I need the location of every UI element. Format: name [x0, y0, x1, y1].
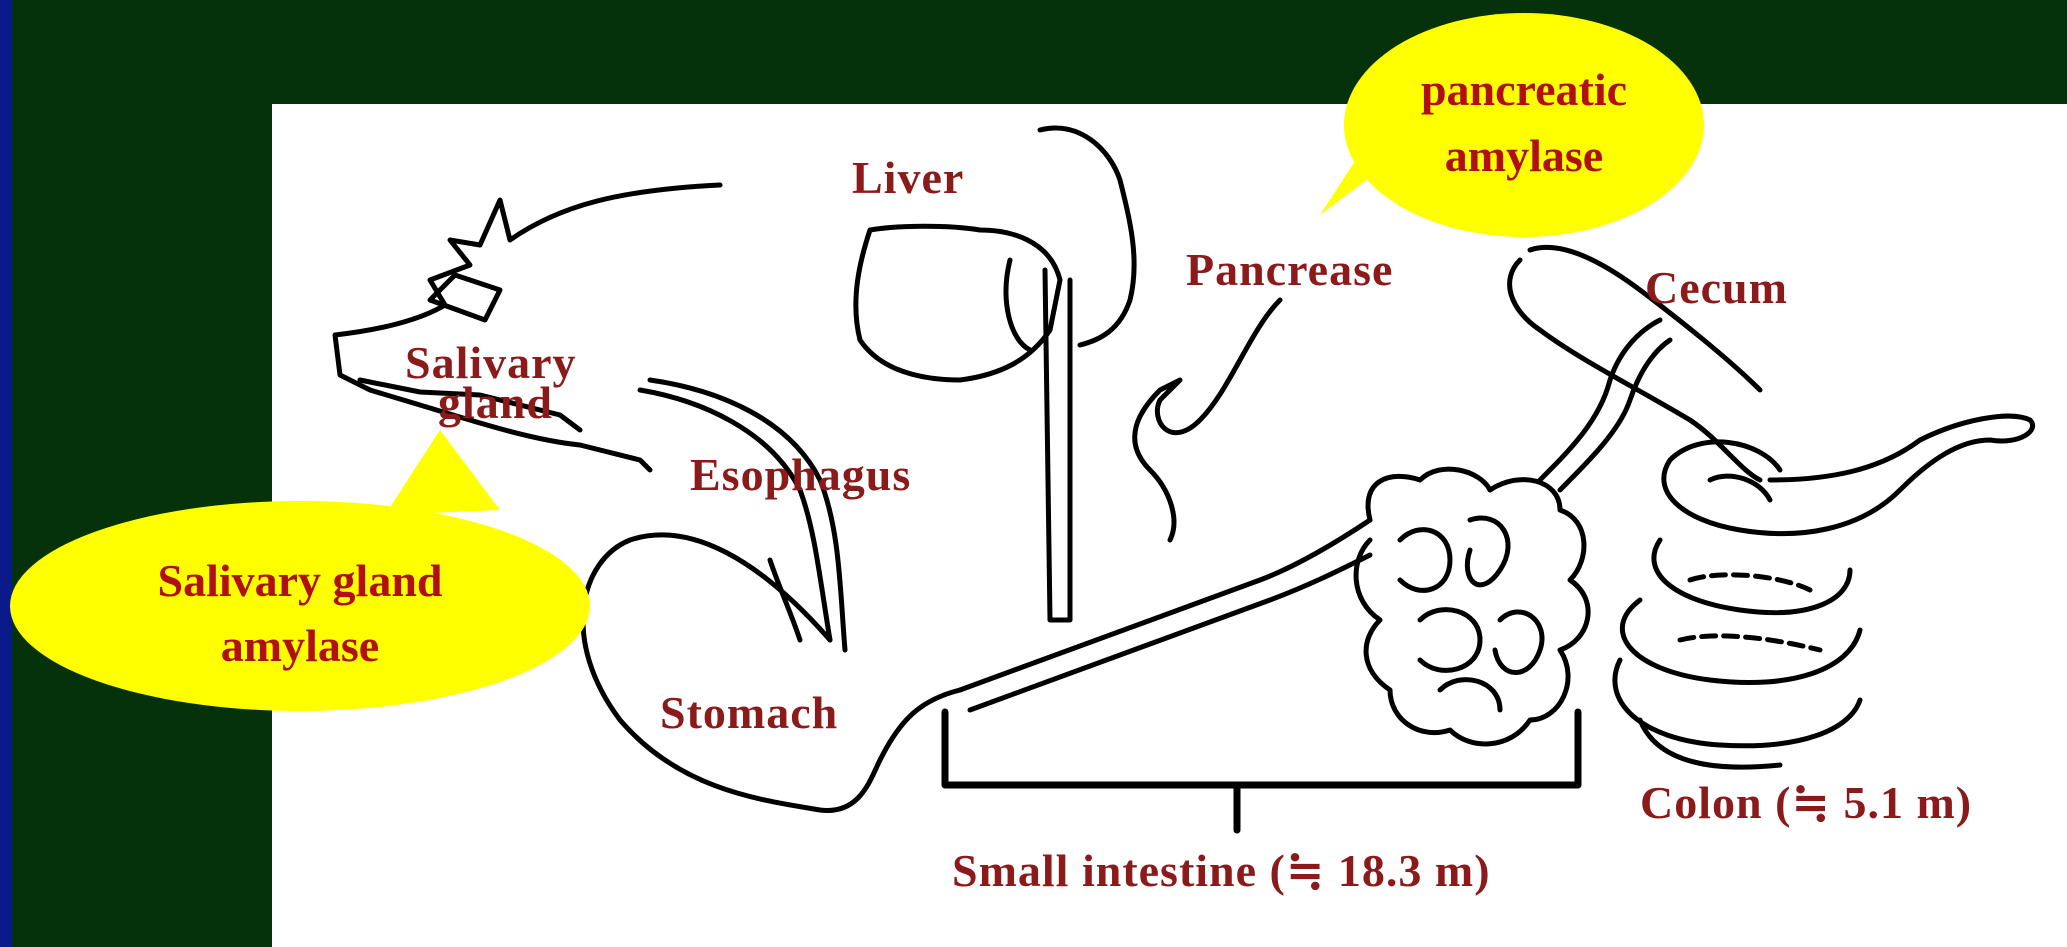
liver-outline [856, 226, 1060, 380]
cecum-label: Cecum [1645, 265, 1788, 311]
colon-label: Colon (≒ 5.1 m) [1640, 780, 1972, 826]
duodenum [960, 520, 1370, 690]
pancrease-label: Pancrease [1186, 247, 1393, 293]
intestine-coils-inner-a [1400, 530, 1450, 591]
stomach-label: Stomach [660, 690, 838, 736]
intestine-coils-inner-d [1495, 612, 1542, 673]
esophagus-label: Esophagus [690, 452, 911, 498]
pancreatic-callout-line2: amylase [1344, 130, 1704, 182]
salivary-callout-tail [385, 430, 500, 515]
liver-label: Liver [852, 155, 964, 201]
duodenum-inner [970, 555, 1370, 710]
salivary-callout-line2: amylase [60, 620, 540, 672]
pancreatic-amylase-callout [1320, 13, 1704, 237]
gallbladder [1006, 260, 1030, 350]
small-intestine-label: Small intestine (≒ 18.3 m) [952, 848, 1491, 894]
salivary-callout-line1: Salivary gland [60, 555, 540, 607]
salivary-gland-label-line2: gland [438, 380, 553, 426]
pancreatic-callout-line1: pancreatic [1344, 64, 1704, 116]
intestine-coils-inner-e [1440, 680, 1500, 710]
bile-duct [1045, 270, 1070, 620]
stomach-outline [583, 535, 960, 811]
colon-coil-inner [1690, 575, 1810, 590]
intestine-coils-inner-c [1420, 610, 1480, 671]
pancreatic-callout-bubble [1344, 13, 1704, 237]
pancreas-outline [1135, 300, 1280, 540]
esophagus-tube [640, 390, 830, 640]
esophagus-tube-inner [650, 380, 845, 650]
colon-coil-3 [1615, 660, 1860, 746]
intestine-coils [1356, 469, 1588, 744]
colon-coil-inner-2 [1680, 636, 1820, 650]
stomach-inner [770, 560, 800, 640]
colon-coil-1 [1654, 540, 1850, 613]
small-intestine-bracket [945, 712, 1578, 785]
intestine-coils-inner-b [1467, 518, 1508, 585]
